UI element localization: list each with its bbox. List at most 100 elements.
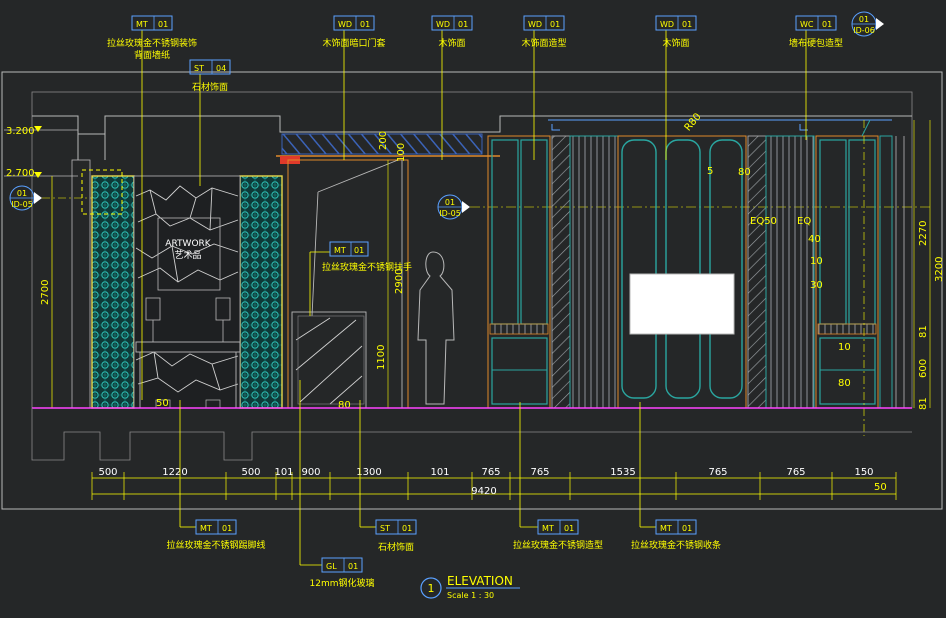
- dim-bottom-10: 765: [708, 467, 727, 478]
- lattice-panel-left: [91, 175, 135, 409]
- callout-text: 拉丝玫瑰金不锈钢踢脚线: [166, 539, 265, 551]
- tag-number: 04: [216, 64, 226, 73]
- callout-bottom-3: MT 01 拉丝玫瑰金不锈钢造型: [513, 402, 603, 551]
- dim-total: 9420: [471, 486, 496, 497]
- svg-text:01: 01: [859, 15, 869, 24]
- stone-feature-wall: [133, 175, 241, 409]
- tag-code: GL: [326, 562, 337, 571]
- lattice-panel-right: [239, 175, 283, 409]
- cabinet-left: [487, 135, 551, 409]
- center-wood-wall: [617, 135, 747, 409]
- callout-text: 拉丝玫瑰金不锈钢造型: [513, 539, 603, 551]
- callout-text: 墙布硬包造型: [789, 37, 843, 49]
- tag-code: WD: [660, 20, 674, 29]
- artwork-label-cn: 艺术品: [174, 249, 201, 261]
- tag-code: MT: [542, 524, 554, 533]
- dim-81b: 81: [918, 397, 929, 410]
- tag-number: 01: [360, 20, 370, 29]
- tv-screen: [629, 273, 735, 335]
- dim-bottom-2: 500: [241, 467, 260, 478]
- dim-80: 80: [338, 400, 351, 411]
- cabinet-right: [815, 135, 879, 409]
- dim-80c: 80: [838, 378, 851, 389]
- dim-81: 81: [918, 325, 929, 338]
- dim-30: 30: [810, 280, 823, 291]
- dim-bottom-9: 1535: [610, 467, 635, 478]
- dim-1100: 1100: [376, 345, 387, 370]
- callout-text: 木饰面暗口门套: [322, 37, 385, 49]
- callout-text: 石材饰面: [192, 81, 228, 93]
- callout-text: 拉丝玫瑰金不锈钢收条: [631, 539, 721, 551]
- callout-text: 木饰面: [662, 37, 689, 49]
- tag-code: ST: [380, 524, 390, 533]
- svg-text:ID-05: ID-05: [11, 200, 33, 209]
- tag-number: 01: [158, 20, 168, 29]
- callout-text: 石材饰面: [378, 541, 414, 553]
- svg-text:ID-06: ID-06: [853, 26, 875, 35]
- dim-bottom-7: 765: [481, 467, 500, 478]
- ceiling-profile: [32, 115, 912, 135]
- callout-text-2: 背面墙纸: [134, 49, 170, 61]
- dim-bottom-3: 101: [274, 467, 293, 478]
- artwork-label-en: ARTWORK: [165, 239, 211, 249]
- dim-eq50: EQ50: [750, 216, 777, 227]
- tag-number: 01: [822, 20, 832, 29]
- callout-text: 拉丝玫瑰金不锈钢装饰: [107, 37, 197, 49]
- dim-10: 10: [810, 256, 823, 267]
- tag-number: 01: [458, 20, 468, 29]
- level-3200: 3.200: [6, 126, 35, 137]
- dim-600: 600: [918, 359, 929, 378]
- dim-bottom-6: 101: [430, 467, 449, 478]
- section-marker-left: 01 ID-05: [9, 185, 42, 211]
- callout-text: 木饰面: [438, 37, 465, 49]
- section-marker-top-right: 01 ID-06: [851, 11, 884, 37]
- tag-number: 01: [222, 524, 232, 533]
- dim-2270: 2270: [918, 221, 929, 246]
- tag-code: MT: [660, 524, 672, 533]
- dim-end: 50: [874, 482, 887, 493]
- dim-5: 5: [707, 166, 713, 177]
- dim-40: 40: [808, 234, 821, 245]
- dim-bottom-11: 765: [786, 467, 805, 478]
- drawing-frame: [1, 71, 943, 510]
- fluted-panel-right: [765, 135, 815, 409]
- human-figure: [417, 251, 455, 405]
- glass-balustrade: [291, 311, 367, 409]
- svg-text:01: 01: [445, 198, 455, 207]
- dim-3200: 3200: [934, 257, 945, 282]
- fluted-panel-left: [569, 135, 619, 409]
- dim-100: 100: [396, 143, 407, 162]
- dim-2900: 2900: [394, 269, 405, 294]
- level-2700: 2.700: [6, 168, 35, 179]
- dim-bottom-5: 1300: [356, 467, 381, 478]
- callout-handrail: MT 01 拉丝玫瑰金不锈钢扶手: [309, 241, 412, 316]
- dim-left-2700: 2700: [40, 280, 51, 305]
- svg-text:ID-05: ID-05: [439, 209, 461, 218]
- ceiling-hatch: [281, 133, 483, 155]
- floor-slab: [31, 408, 912, 461]
- svg-text:01: 01: [17, 189, 27, 198]
- tag-number: 01: [348, 562, 358, 571]
- dim-200: 200: [378, 131, 389, 150]
- tag-code: WD: [436, 20, 450, 29]
- tag-number: 01: [550, 20, 560, 29]
- tag-number: 01: [564, 524, 574, 533]
- svg-text:MT: MT: [334, 246, 346, 255]
- dim-bottom-4: 900: [301, 467, 320, 478]
- tag-number: 01: [402, 524, 412, 533]
- door-frame: [287, 159, 409, 409]
- dim-bottom-0: 500: [98, 467, 117, 478]
- dim-80b: 80: [738, 167, 751, 178]
- dim-50: 50: [156, 398, 169, 409]
